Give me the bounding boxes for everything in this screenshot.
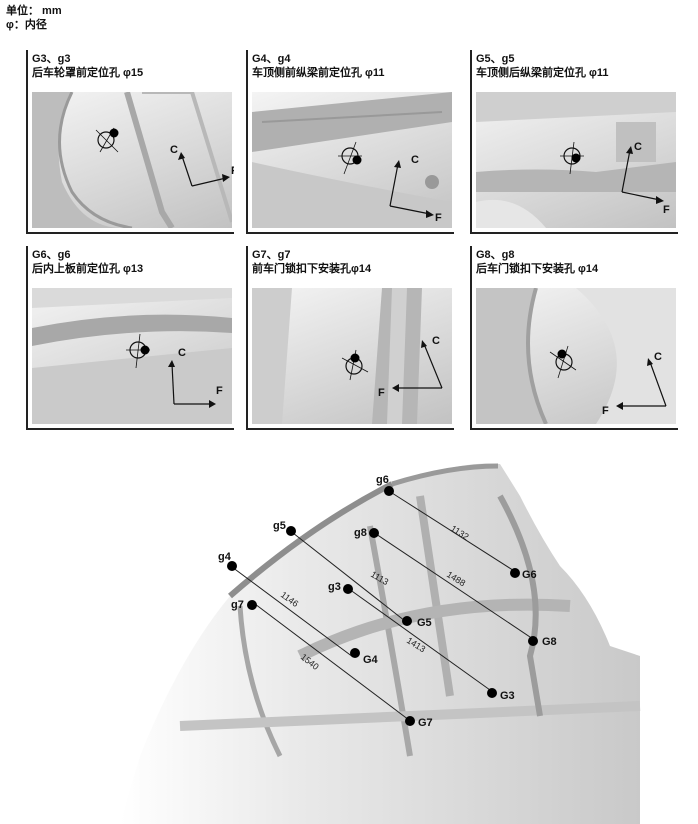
part-illustration: [252, 92, 452, 228]
part-illustration: [32, 288, 232, 424]
point-G5-dot: [402, 616, 412, 626]
label-g8: g8: [354, 527, 367, 539]
panel-g4: G4、g4 车顶侧前纵梁前定位孔 φ11 C F: [246, 50, 454, 238]
measure-point-dot: [350, 353, 360, 363]
panel-caption: G3、g3 后车轮罩前定位孔 φ15: [32, 52, 143, 80]
measure-point-dot: [352, 155, 362, 165]
hole-description: 前车门锁扣下安装孔φ14: [252, 263, 372, 275]
point-G3-dot: [487, 688, 497, 698]
hole-description: 车顶侧后纵梁前定位孔 φ11: [476, 67, 609, 79]
panel-caption: G7、g7 前车门锁扣下安装孔φ14: [252, 248, 371, 276]
axis-c-label: C: [178, 347, 186, 359]
panel-g6: G6、g6 后内上板前定位孔 φ13 C F: [26, 246, 234, 434]
label-g4: g4: [218, 551, 232, 563]
axis-f-label: F: [216, 385, 223, 397]
part-illustration: [252, 288, 422, 424]
locator-overlay: C F: [338, 141, 442, 224]
point-id: G4、g4: [252, 53, 291, 65]
point-id: G8、g8: [476, 249, 515, 261]
point-g4-dot: [227, 561, 237, 571]
panel-g7: G7、g7 前车门锁扣下安装孔φ14 C F: [246, 246, 454, 434]
point-id: G3、g3: [32, 53, 71, 65]
dimension-lines: [231, 492, 534, 721]
measure-point-dot: [140, 345, 150, 355]
measure-point-dot: [571, 153, 581, 163]
axis-c-label: C: [170, 144, 178, 156]
point-G7-dot: [405, 716, 415, 726]
hole-description: 后车门锁扣下安装孔 φ14: [476, 263, 599, 275]
part-photo: [252, 288, 452, 424]
label-g7: g7: [231, 599, 244, 611]
point-g7-dot: [247, 600, 257, 610]
locator-overlay: C F: [549, 345, 667, 417]
panel-caption: G4、g4 车顶侧前纵梁前定位孔 φ11: [252, 52, 385, 80]
panel-caption: G5、g5 车顶侧后纵梁前定位孔 φ11: [476, 52, 609, 80]
locator-overlay: C F: [95, 127, 234, 187]
panel-g5: G5、g5 车顶侧后纵梁前定位孔 φ11 C F: [470, 50, 678, 238]
target-hole-icon: [97, 131, 115, 149]
measurement-points: [227, 486, 538, 726]
label-g5: g5: [273, 520, 286, 532]
panel-frame: [26, 50, 234, 234]
panel-g3: G3、g3 后车轮罩前定位孔 φ15 C F: [26, 50, 234, 238]
point-id: G5、g5: [476, 53, 515, 65]
hole-description: 车顶侧前纵梁前定位孔 φ11: [252, 67, 385, 79]
point-id: G6、g6: [32, 249, 71, 261]
point-G4-dot: [350, 648, 360, 658]
panel-g8: G8、g8 后车门锁扣下安装孔 φ14 C F: [470, 246, 678, 434]
locator-overlay: C F: [126, 333, 223, 408]
axis-f-label: F: [663, 204, 670, 216]
point-g6-dot: [384, 486, 394, 496]
axis-c-label: C: [432, 335, 440, 347]
hole-description: 后车轮罩前定位孔 φ15: [32, 67, 144, 79]
label-g6: g6: [376, 474, 389, 486]
part-photo: [32, 92, 232, 228]
car-body-shape: [120, 463, 641, 824]
point-g3-dot: [343, 584, 353, 594]
measure-point-dot: [557, 349, 567, 359]
label-g3: g3: [328, 581, 341, 593]
point-id: G7、g7: [252, 249, 291, 261]
axis-c-label: C: [411, 154, 419, 166]
point-G6-dot: [510, 568, 520, 578]
label-G5: G5: [417, 617, 432, 629]
panel-frame: [246, 50, 454, 234]
part-illustration: [476, 288, 676, 424]
locator-overlay: C F: [560, 141, 670, 216]
point-G8-dot: [528, 636, 538, 646]
part-photo: [252, 92, 452, 228]
units-line: 单位： mm: [6, 5, 62, 17]
axis-f-label: F: [231, 165, 234, 177]
panel-frame: [26, 246, 234, 430]
diameter-note: φ：内径: [6, 19, 47, 31]
point-labels: g6 G6 g5 G5 g8 G8 g4 G4 g3 G3 g7 G7: [218, 474, 557, 729]
measure-point-dot: [109, 128, 119, 138]
label-G8: G8: [542, 636, 557, 648]
label-G4: G4: [363, 654, 379, 666]
axis-f-label: F: [378, 387, 385, 399]
body-measurement-diagram: 1132 1113 1488 1146 1413 1540 g6 G6 g5 G…: [120, 463, 641, 824]
axis-c-label: C: [654, 351, 662, 363]
axis-f-label: F: [602, 405, 609, 417]
label-G6: G6: [522, 569, 537, 581]
panel-frame: [470, 246, 678, 430]
point-g8-dot: [369, 528, 379, 538]
axis-f-label: F: [435, 212, 442, 224]
hole-description: 后内上板前定位孔 φ13: [32, 263, 144, 275]
panel-frame: [470, 50, 678, 234]
units-legend: 单位： mm φ：内径: [6, 4, 62, 32]
panel-caption: G8、g8 后车门锁扣下安装孔 φ14: [476, 248, 598, 276]
part-illustration: [32, 92, 232, 228]
panel-frame: [246, 246, 454, 430]
locator-overlay: C F: [341, 335, 443, 399]
part-photo: [476, 288, 676, 424]
point-g5-dot: [286, 526, 296, 536]
axis-c-label: C: [634, 141, 642, 153]
label-G7: G7: [418, 717, 433, 729]
label-G3: G3: [500, 690, 515, 702]
panel-caption: G6、g6 后内上板前定位孔 φ13: [32, 248, 143, 276]
